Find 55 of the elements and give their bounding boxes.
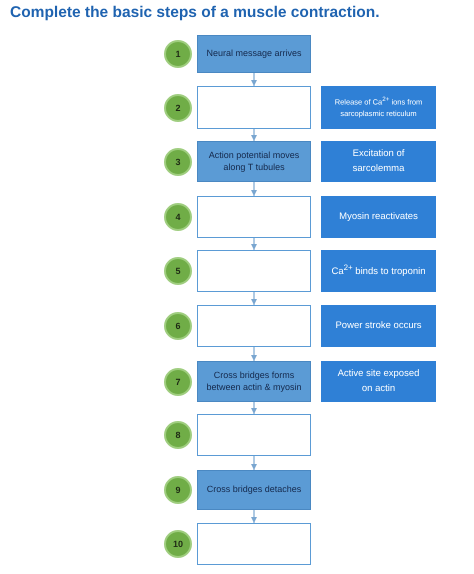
answer-box [197, 196, 311, 238]
arrow [251, 73, 257, 86]
step-number: 4 [175, 212, 180, 222]
number-circle [164, 476, 192, 504]
step-number: 7 [175, 376, 180, 386]
number-circle [164, 203, 192, 231]
arrow [251, 347, 257, 361]
answer-text: Power stroke occurs [335, 318, 422, 333]
step-number: 9 [175, 485, 180, 495]
answer-text: Ca$^{2+}$ binds to troponin [331, 262, 426, 280]
step-text: Cross bridges detaches [206, 484, 302, 496]
number-circle [164, 530, 192, 558]
answer-box [197, 414, 311, 456]
arrow [251, 129, 257, 141]
step-text: Neural message arrives [206, 48, 302, 60]
title: Complete the basic steps of a muscle contraction. [10, 4, 380, 22]
step-number: 10 [172, 539, 183, 549]
number-circle [164, 312, 192, 340]
number-circle [164, 257, 192, 285]
arrow [251, 402, 257, 414]
answer-card [321, 361, 436, 402]
arrow [251, 510, 257, 523]
number-circle [164, 40, 192, 68]
step-number: 6 [175, 321, 180, 331]
answer-box [197, 305, 311, 347]
number-circle [164, 421, 192, 449]
step-number: 2 [175, 102, 180, 112]
answer-box [197, 86, 311, 129]
answer-card [321, 250, 436, 292]
step-box [197, 470, 311, 510]
step-box [197, 361, 311, 402]
answer-text: Excitation of sarcolemma [352, 146, 406, 176]
arrow [251, 292, 257, 305]
number-circle [164, 148, 192, 176]
step-box [197, 35, 311, 73]
arrow [251, 456, 257, 470]
answer-card [321, 86, 436, 129]
step-text: Action potential moves along T tubules [208, 150, 300, 174]
step-number: 3 [175, 156, 180, 166]
step-number: 8 [175, 430, 180, 440]
answer-box [197, 250, 311, 292]
answer-text: Myosin reactivates [339, 210, 418, 224]
answer-text: Active site exposed on actin [336, 366, 420, 396]
arrow [251, 238, 257, 250]
answer-card [321, 196, 436, 238]
answer-box [197, 523, 311, 565]
step-box [197, 141, 311, 182]
number-circle [164, 368, 192, 396]
step-number: 5 [175, 266, 180, 276]
answer-card [321, 141, 436, 182]
step-text: Cross bridges forms between actin & myosin [205, 370, 303, 394]
number-circle [164, 94, 192, 122]
answer-card [321, 305, 436, 347]
step-number: 1 [175, 49, 180, 59]
arrow [251, 182, 257, 196]
